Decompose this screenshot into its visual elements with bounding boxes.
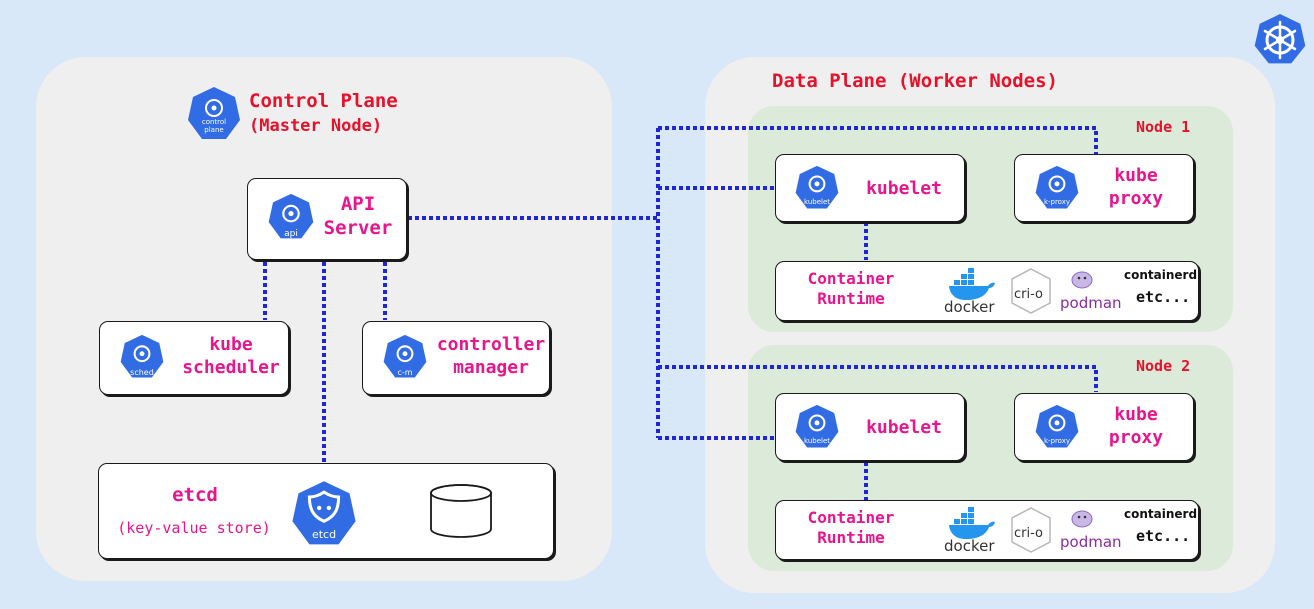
node-1-podman-text: podman (1060, 294, 1122, 312)
data-plane-title: Data Plane (Worker Nodes) (772, 70, 1058, 92)
node-2-title: Node 2 (1136, 357, 1191, 375)
control-plane-title: Control Plane (249, 90, 398, 112)
scheduler-icon (120, 334, 164, 378)
node-1-kubelet-label: kubelet (866, 178, 942, 199)
node-1-containerd-text: containerd (1124, 268, 1198, 282)
node-2-kubelet-icon (795, 404, 839, 448)
node-1-docker-text: docker (944, 298, 995, 316)
scheduler-icon-label: sched (130, 368, 154, 377)
node-1-kubelet-icon (795, 165, 839, 209)
etcd-label: etcd (172, 484, 218, 506)
node-2-podman-text: podman (1060, 533, 1122, 551)
etcd-sublabel: (key-value store) (117, 519, 271, 537)
node-1-kubelet-icon-label: kubelet (803, 198, 831, 206)
node-2-docker-logo (949, 507, 995, 539)
controller-manager-icon (383, 334, 427, 378)
control-plane-subtitle: (Master Node) (249, 116, 383, 136)
controller-manager-icon-label: c-m (397, 368, 413, 377)
node-2-kube-proxy-icon (1035, 404, 1079, 448)
node-1-kube-proxy-icon-label: k-proxy (1043, 198, 1071, 206)
node-1-docker-logo (949, 268, 995, 300)
node-1-podman-seal-icon (1071, 271, 1093, 289)
node-1-title: Node 1 (1136, 118, 1191, 136)
node-1-etc-label: etc... (1136, 288, 1191, 306)
node-2-crio-logo (1011, 507, 1051, 553)
etcd-icon-label: etcd (311, 528, 337, 541)
node-1-crio-logo (1011, 268, 1051, 314)
node-2-containerd-text: containerd (1124, 507, 1198, 521)
node-2-kubelet-icon-label: kubelet (803, 437, 831, 445)
api-server-icon-label: api (284, 229, 298, 239)
node2-proxy-link-line (658, 365, 1098, 392)
etcd-icon (292, 481, 356, 545)
node1-proxy-link-line (658, 126, 1098, 154)
node-2-kubelet-label: kubelet (866, 417, 942, 438)
node-2-podman-seal-icon (1071, 510, 1093, 528)
node-2-kubelet-box (775, 393, 965, 461)
node-1-crio-text: cri-o (1014, 287, 1043, 302)
api-server-icon (268, 193, 314, 239)
database-cylinder-icon (430, 484, 492, 538)
node-2-crio-text: cri-o (1014, 526, 1043, 541)
kubernetes-helm-icon (1254, 14, 1306, 64)
node-2-docker-text: docker (944, 537, 995, 555)
node-1-kube-proxy-icon (1035, 165, 1079, 209)
node-2-etc-label: etc... (1136, 527, 1191, 545)
control-plane-icon (188, 87, 240, 139)
node-2-kube-proxy-icon-label: k-proxy (1043, 437, 1071, 445)
